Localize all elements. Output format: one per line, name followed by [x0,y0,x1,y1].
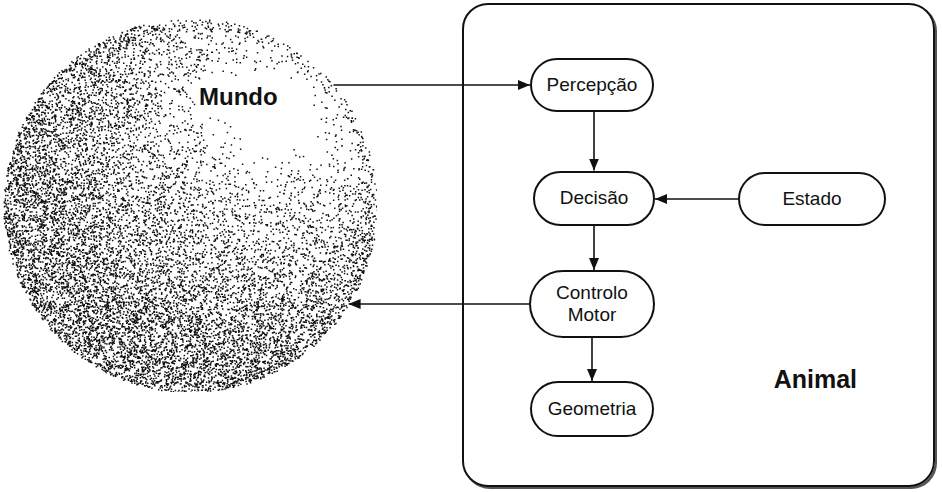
process-box: Geometria [530,381,654,437]
region-label: Animal [774,366,857,394]
region-label: Mundo [199,84,278,110]
flow-arrow [593,226,595,271]
box-label: Controlo Motor [544,282,640,326]
box-label: Geometria [548,398,637,420]
box-label: Decisão [560,187,629,209]
box-label: Estado [782,188,841,210]
flow-arrow [349,303,529,305]
process-box: Controlo Motor [529,270,655,338]
process-box: Percepção [530,58,654,112]
animal-frame: Animal PercepçãoDecisão EstadoControlo Mot… [462,3,935,487]
stipple-sphere [3,18,377,392]
stipple-dots [4,19,377,392]
world-sphere: Mundo [3,18,377,392]
process-box: Decisão [533,171,655,226]
box-label: Percepção [547,74,638,96]
flow-arrow [333,84,530,86]
flow-arrow [593,112,595,171]
flow-arrow [655,198,738,200]
state-box: Estado [738,172,886,226]
flow-arrow [591,338,593,381]
